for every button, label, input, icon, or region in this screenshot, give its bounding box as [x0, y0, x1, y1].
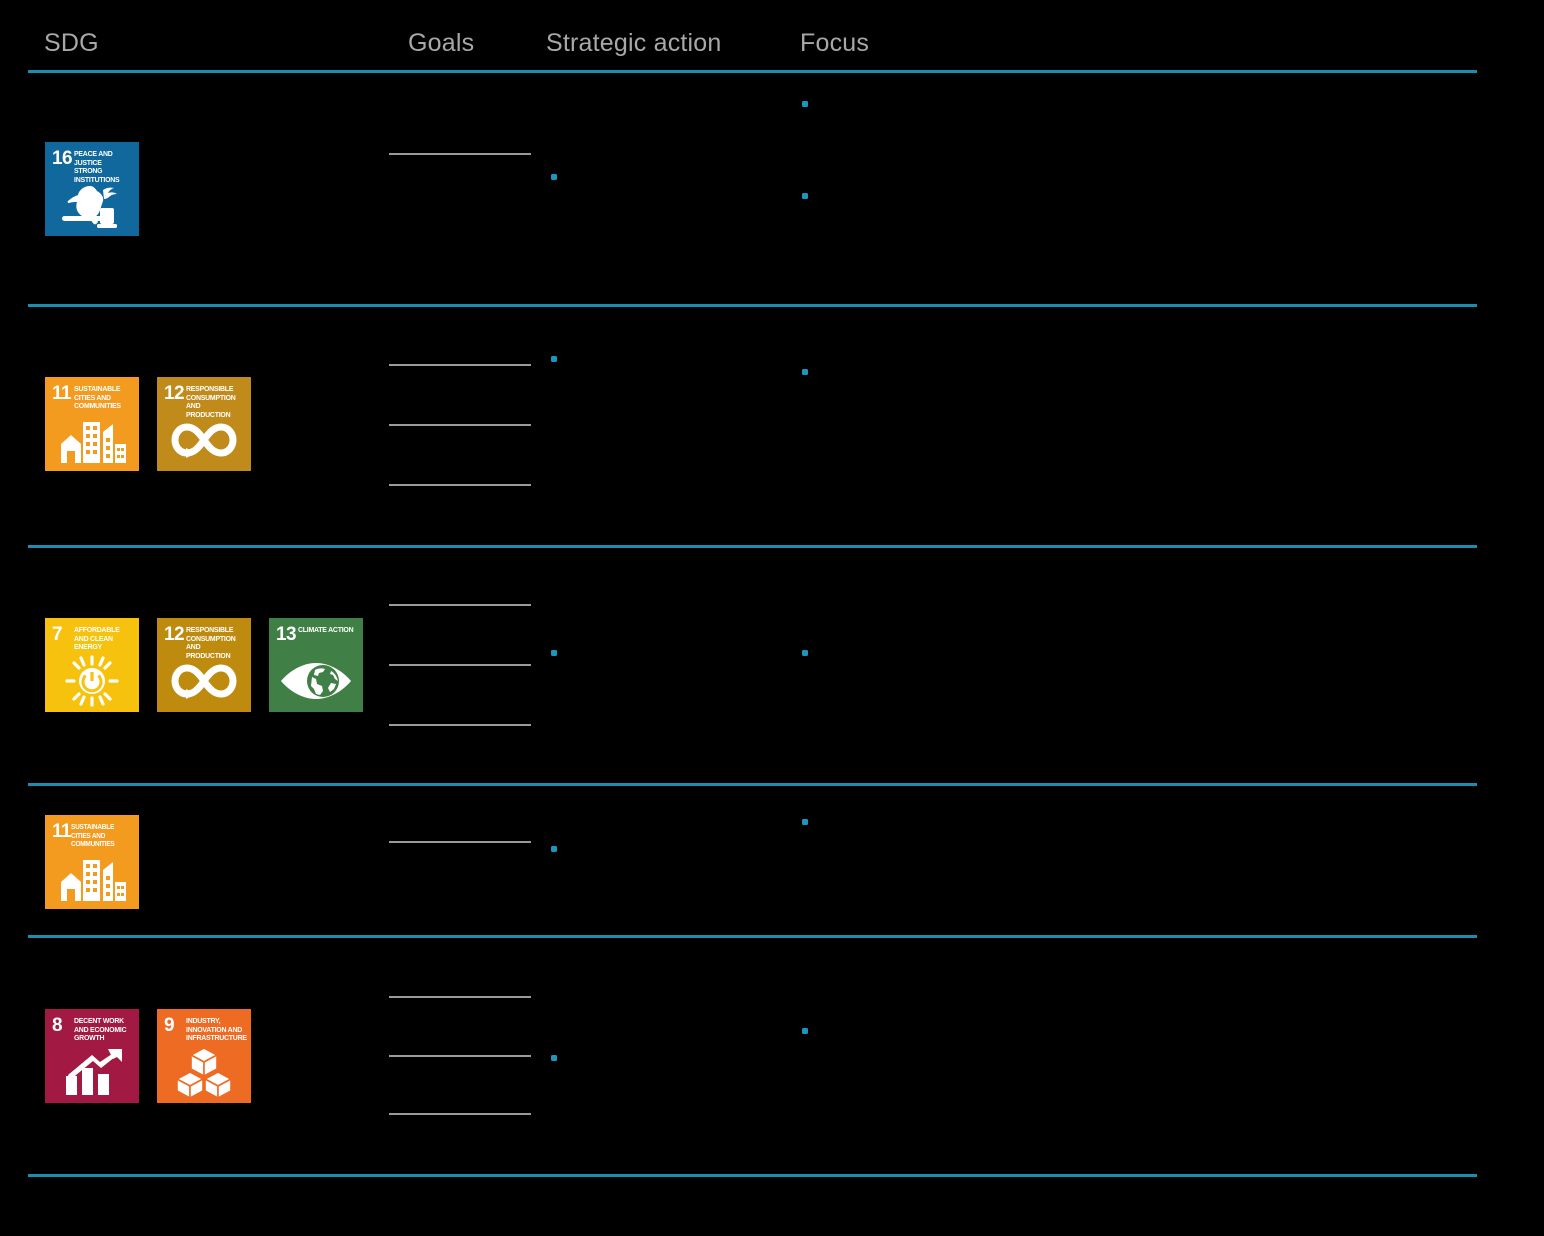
divider-row-3	[28, 783, 1477, 786]
goal-rule-line	[389, 996, 531, 998]
sdg-tile-7[interactable]: 7 Affordable and clean energy	[45, 618, 139, 712]
sdg-tile-16[interactable]: 16 Peace and justice strong institutions	[45, 142, 139, 236]
focus-bullet[interactable]	[802, 193, 808, 199]
column-header-strategic-action: Strategic action	[546, 29, 722, 57]
sdg-tile-group: 11 Sustainable cities and communities	[45, 815, 139, 909]
sdg-number: 8	[52, 1015, 63, 1036]
sdg-tile-group: 8 Decent work and economic growth 9 Indu…	[45, 1009, 251, 1103]
column-header-focus: Focus	[800, 29, 870, 57]
sdg-number: 9	[164, 1015, 175, 1036]
divider-row-1	[28, 304, 1477, 307]
goal-rule-line	[389, 841, 531, 843]
goal-rule-line	[389, 1113, 531, 1115]
sdg-number: 13	[276, 624, 297, 645]
focus-bullet[interactable]	[802, 650, 808, 656]
sdg-title: Affordable and clean energy	[74, 625, 120, 652]
goal-rule-line	[389, 1055, 531, 1057]
strategic-action-bullet[interactable]	[551, 650, 557, 656]
table-header: SDG Goals Strategic action Focus	[0, 0, 1544, 72]
cubes-icon	[157, 1045, 251, 1099]
sdg-tile-group: 16 Peace and justice strong institutions	[45, 142, 139, 236]
divider-row-4	[28, 935, 1477, 938]
city-buildings-icon	[45, 413, 139, 467]
sdg-tile-9[interactable]: 9 Industry, innovation and infrastructur…	[157, 1009, 251, 1103]
goal-rule-line	[389, 724, 531, 726]
column-header-sdg: SDG	[44, 29, 99, 57]
sdg-title: Responsible consumption and production	[186, 625, 236, 660]
sdg-title: Industry, innovation and infrastructure	[186, 1016, 247, 1043]
goal-rule-line	[389, 604, 531, 606]
sdg-tile-12[interactable]: 12 Responsible consumption and productio…	[157, 377, 251, 471]
sdg-tile-8[interactable]: 8 Decent work and economic growth	[45, 1009, 139, 1103]
goal-rule-line	[389, 484, 531, 486]
focus-bullet[interactable]	[802, 369, 808, 375]
sdg-number: 12	[164, 383, 185, 404]
strategic-action-bullet[interactable]	[551, 846, 557, 852]
goal-rule-line	[389, 664, 531, 666]
eye-globe-icon	[269, 654, 363, 708]
strategic-action-bullet[interactable]	[551, 174, 557, 180]
focus-bullet[interactable]	[802, 101, 808, 107]
goal-rule-line	[389, 153, 531, 155]
sdg-tile-11[interactable]: 11 Sustainable cities and communities	[45, 815, 139, 909]
sdg-title: Climate action	[298, 625, 354, 634]
sdg-title: Sustainable cities and communities	[71, 822, 115, 849]
dove-gavel-icon	[45, 178, 139, 232]
city-buildings-icon	[45, 851, 139, 905]
strategic-action-bullet[interactable]	[551, 356, 557, 362]
infinity-loop-icon	[157, 413, 251, 467]
goal-rule-line	[389, 364, 531, 366]
column-header-goals: Goals	[408, 29, 475, 57]
sdg-title: Peace and justice strong institutions	[74, 149, 120, 184]
divider-row-5	[28, 1174, 1477, 1177]
sdg-tile-group: 7 Affordable and clean energy	[45, 618, 363, 712]
sdg-number: 16	[52, 148, 73, 169]
sdg-number: 7	[52, 624, 63, 645]
sdg-tile-group: 11 Sustainable cities and communities	[45, 377, 251, 471]
sdg-title: Responsible consumption and production	[186, 384, 236, 419]
sdg-title: Decent work and economic growth	[74, 1016, 127, 1043]
sdg-number: 11	[52, 383, 71, 404]
focus-bullet[interactable]	[802, 1028, 808, 1034]
sdg-number: 11	[52, 821, 71, 842]
focus-bullet[interactable]	[802, 819, 808, 825]
sun-power-icon	[45, 654, 139, 708]
divider-header	[28, 70, 1477, 73]
infinity-loop-icon	[157, 654, 251, 708]
sdg-tile-11[interactable]: 11 Sustainable cities and communities	[45, 377, 139, 471]
growth-chart-icon	[45, 1045, 139, 1099]
divider-row-2	[28, 545, 1477, 548]
strategic-action-bullet[interactable]	[551, 1055, 557, 1061]
sdg-tile-12[interactable]: 12 Responsible consumption and productio…	[157, 618, 251, 712]
sdg-tile-13[interactable]: 13 Climate action	[269, 618, 363, 712]
goal-rule-line	[389, 424, 531, 426]
sdg-title: Sustainable cities and communities	[74, 384, 121, 411]
sdg-number: 12	[164, 624, 185, 645]
